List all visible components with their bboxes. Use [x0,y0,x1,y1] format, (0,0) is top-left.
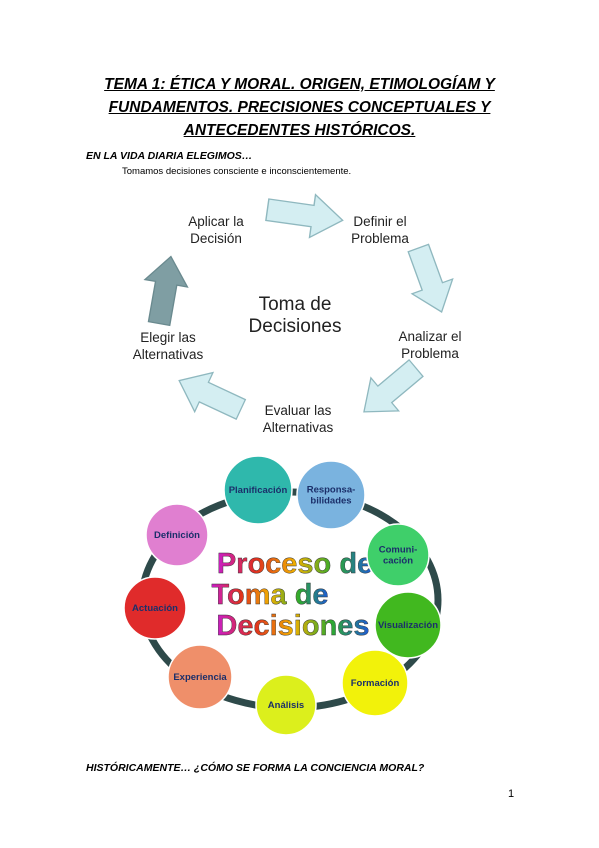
process-node-1 [223,455,293,525]
step-evaluate-line-2: Alternativas [263,420,334,435]
process-node-label-4: Visualización [378,620,438,631]
process-center-line-1: Proceso de [217,548,373,580]
process-node-6 [255,674,317,735]
step-define-line-1: Definir el [353,214,406,229]
process-node-label-6: Análisis [268,700,304,711]
process-node-9 [145,503,209,567]
process-node-5 [341,649,409,717]
cycle-arrow-top [263,187,347,243]
process-center-line-2: Toma de [211,579,328,611]
step-define-line-2: Problema [351,231,409,246]
decision-process-diagram: Proceso de Toma de Decisiones Planificac… [123,455,442,735]
cycle-arrow-bottom-left [169,360,251,430]
process-node-label-2: Responsa-bilidades [307,485,356,507]
process-node-7 [167,644,233,710]
title-line-2: FUNDAMENTOS. PRECISIONES CONCEPTUALES Y [108,99,491,116]
title-line-1: TEMA 1: ÉTICA Y MORAL. ORIGEN, ETIMOLOGÍ… [104,76,495,93]
step-apply-line-1: Aplicar la [188,214,244,229]
title-line-3: ANTECEDENTES HISTÓRICOS. [183,122,416,139]
process-center-line-3: Decisiones [216,610,369,642]
step-evaluate-line-1: Evaluar las [265,403,332,418]
cycle-center-line-2: Decisiones [249,316,342,337]
process-node-label-3: Comuni-cación [379,545,418,567]
section-subtext: Tomamos decisiones consciente e inconsci… [122,166,352,177]
document-title: TEMA 1: ÉTICA Y MORAL. ORIGEN, ETIMOLOGÍ… [60,73,539,142]
cycle-center-line-1: Toma de [259,294,332,315]
process-node-4 [374,591,442,659]
cycle-arrow-right [397,239,463,321]
process-node-8 [123,576,187,640]
cycle-arrow-lower-right [349,350,431,430]
decision-cycle-diagram: Toma de Decisiones Definir el Problema A… [133,187,463,435]
process-node-label-8: Actuación [132,603,178,614]
cycle-arrow-left [137,252,193,328]
section-heading-historically: HISTÓRICAMENTE… ¿CÓMO SE FORMA LA CONCIE… [86,762,425,774]
process-node-label-5: Formación [351,678,400,689]
process-node-3 [366,523,430,587]
step-analyze-line-1: Analizar el [398,329,461,344]
step-choose-line-1: Elegir las [140,330,196,345]
step-analyze-line-2: Problema [401,346,459,361]
process-node-2 [296,460,366,530]
process-node-label-1: Planificación [229,485,288,496]
process-node-label-7: Experiencia [173,672,227,683]
step-choose-line-2: Alternativas [133,347,204,362]
step-apply-line-2: Decisión [190,231,242,246]
section-heading-daily-life: EN LA VIDA DIARIA ELEGIMOS… [86,150,253,162]
process-node-label-9: Definición [154,530,200,541]
page-number: 1 [508,788,515,800]
